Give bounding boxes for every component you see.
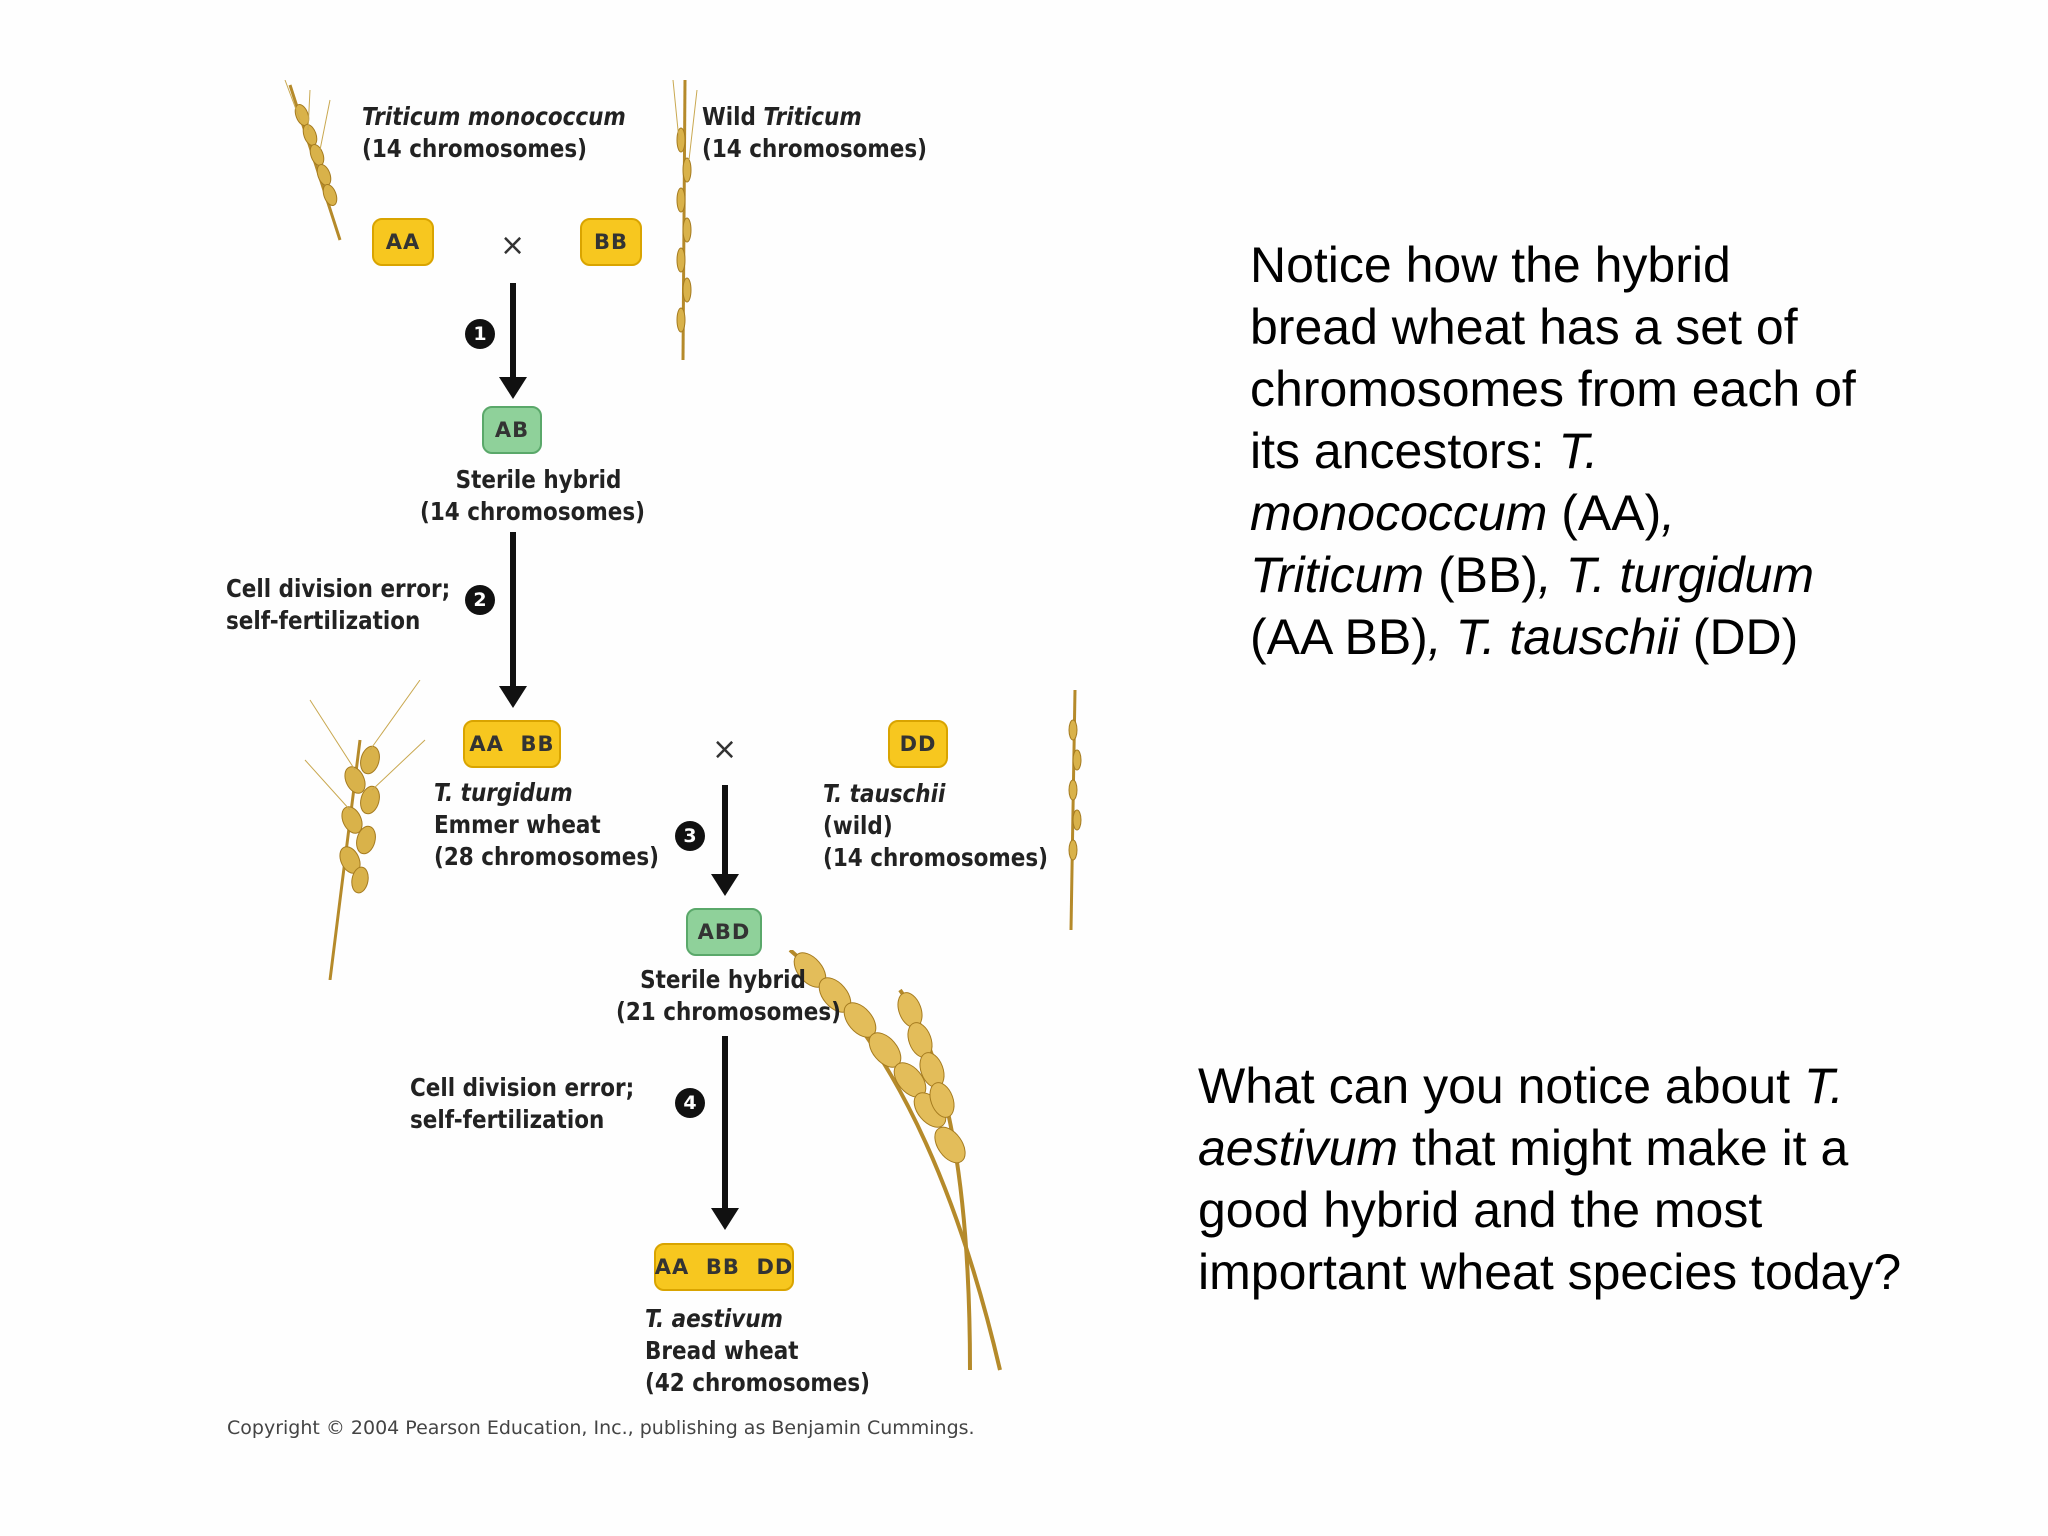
label-cell-division-error-2: Cell division error; self-fertilization	[410, 1073, 635, 1134]
wheat-hybridization-diagram: Triticum monococcum (14 chromosomes) Wil…	[226, 80, 1082, 1439]
arrow-step-1	[499, 283, 527, 399]
wheat-illustration-bread	[788, 950, 1002, 1371]
arrow-step-3	[711, 785, 739, 896]
wheat-illustration-monococcum	[284, 80, 342, 241]
genome-box-aabb: AA BB	[463, 720, 561, 768]
genome-box-ab: AB	[482, 406, 542, 454]
copyright-notice: Copyright © 2004 Pearson Education, Inc.…	[227, 1417, 975, 1439]
label-t-turgidum: T. turgidum Emmer wheat (28 chromosomes)	[434, 778, 660, 871]
step-4-badge: 4	[675, 1088, 705, 1118]
genome-box-aabbdd: AA BB DD	[654, 1243, 794, 1291]
arrow-step-2	[499, 532, 527, 708]
label-cell-division-error-1: Cell division error; self-fertilization	[226, 574, 451, 635]
question-text: What can you notice about T. aestivum th…	[1198, 1058, 1902, 1300]
label-sterile-hybrid-1: Sterile hybrid (14 chromosomes)	[420, 465, 646, 526]
genome-box-dd: DD	[888, 720, 948, 768]
step-2-badge: 2	[465, 585, 495, 615]
cross-symbol-1: ×	[500, 228, 526, 263]
label-t-tauschii: T. tauschii (wild) (14 chromosomes)	[823, 779, 1049, 872]
label-t-aestivum: T. aestivum Bread wheat (42 chromosomes)	[645, 1304, 871, 1397]
label-wild-triticum: Wild Triticum (14 chromosomes)	[702, 102, 928, 163]
arrow-step-4	[711, 1036, 739, 1230]
wheat-illustration-emmer	[304, 680, 426, 980]
explanation-text: Notice how the hybrid bread wheat has a …	[1250, 237, 1856, 665]
label-sterile-hybrid-2: Sterile hybrid (21 chromosomes)	[616, 965, 842, 1026]
cross-symbol-2: ×	[712, 732, 738, 767]
genome-box-abd: ABD	[686, 908, 762, 956]
label-triticum-monococcum: Triticum monococcum (14 chromosomes)	[362, 102, 626, 163]
genome-box-bb: BB	[580, 218, 642, 266]
wheat-illustration-wild-triticum	[672, 80, 698, 361]
wheat-illustration-tauschii	[1068, 690, 1082, 930]
genome-box-aa: AA	[372, 218, 434, 266]
step-1-badge: 1	[465, 319, 495, 349]
step-3-badge: 3	[675, 821, 705, 851]
